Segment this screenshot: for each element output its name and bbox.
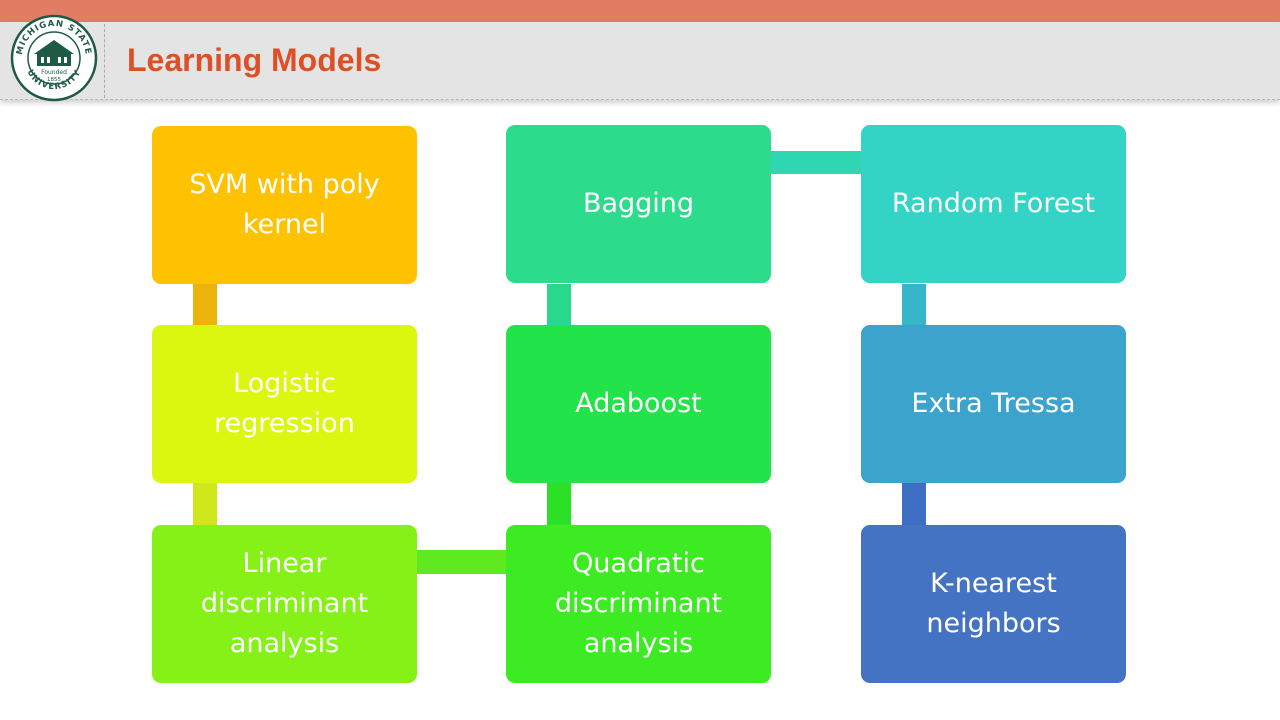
model-label-bagging: Bagging [582, 188, 695, 219]
model-box-bagging: Bagging [506, 125, 771, 283]
page-title: Learning Models [127, 42, 382, 78]
model-box-qda: Quadratic discriminant analysis [506, 525, 771, 683]
model-label-qda: Quadratic discriminant analysis [554, 548, 723, 659]
seal-year: 1855 [47, 77, 61, 83]
model-box-adaboost: Adaboost [506, 325, 771, 483]
model-box-svm: SVM with poly kernel [152, 126, 417, 284]
model-box-lda: Linear discriminant analysis [152, 525, 417, 683]
top-accent-bar [0, 0, 1280, 22]
model-box-logistic-regression: Logistic regression [152, 325, 417, 483]
model-label-extra-trees: Extra Tressa [911, 388, 1076, 419]
model-box-random-forest: Random Forest [861, 125, 1126, 283]
connector-logistic-lda [193, 483, 217, 525]
seal-founded: Founded [41, 69, 67, 76]
model-label-adaboost: Adaboost [575, 388, 702, 419]
model-label-svm: SVM with poly kernel [189, 169, 380, 240]
connector-random-forest-extra-trees [902, 284, 926, 325]
connector-extra-trees-knn [902, 483, 926, 525]
connector-adaboost-bagging [547, 284, 571, 325]
model-box-extra-trees: Extra Tressa [861, 325, 1126, 483]
connector-svm-logistic [193, 284, 217, 325]
header-divider [104, 24, 105, 98]
model-label-lda: Linear discriminant analysis [200, 548, 369, 659]
university-seal-logo: MICHIGAN STATE UNIVERSITY Founded 1855 [10, 14, 98, 102]
connector-lda-qda [417, 550, 506, 574]
model-label-logistic-regression: Logistic regression [214, 368, 355, 439]
connector-bagging-random-forest [771, 151, 861, 174]
slide-header [0, 22, 1280, 100]
model-box-knn: K-nearest neighbors [861, 525, 1126, 683]
model-label-random-forest: Random Forest [891, 188, 1096, 219]
model-label-knn: K-nearest neighbors [926, 568, 1061, 639]
connector-qda-adaboost [547, 483, 571, 525]
